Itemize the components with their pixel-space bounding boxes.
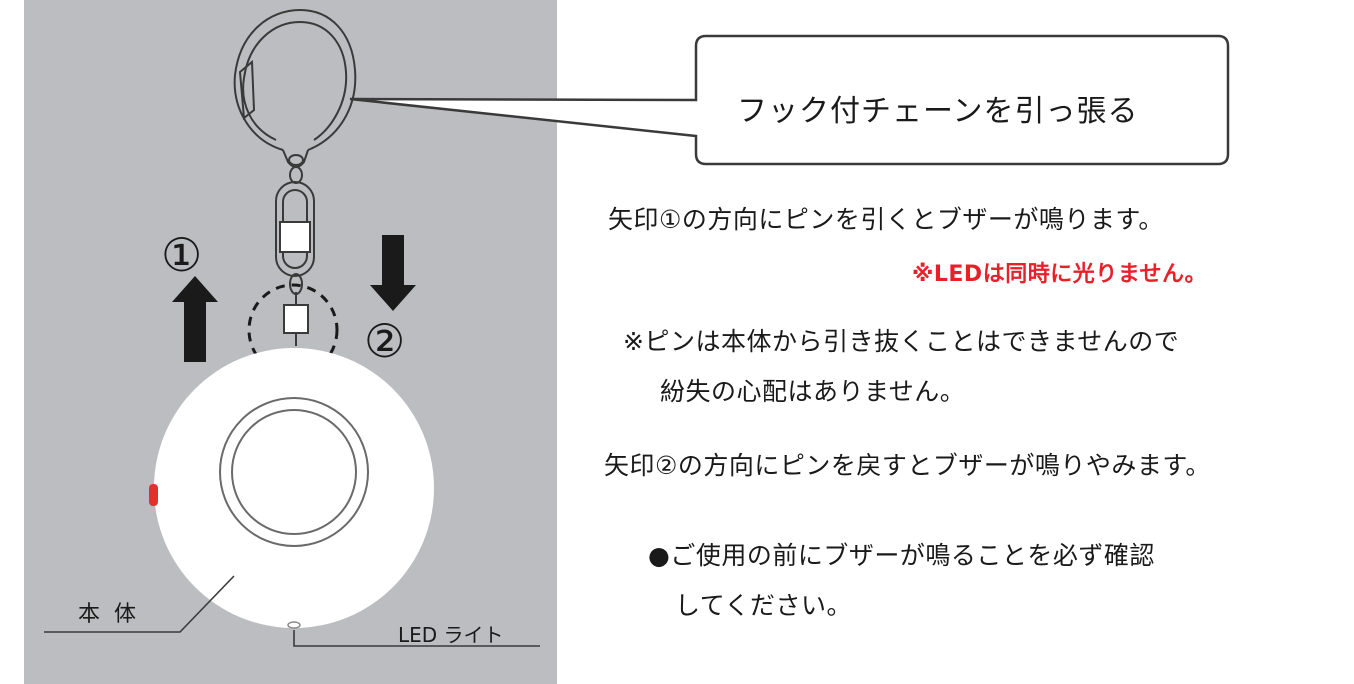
instruction-pull-pin: 矢印①の方向にピンを引くとブザーが鳴ります。: [608, 205, 1164, 234]
arrow-1-label: ①: [161, 228, 203, 282]
confirm-note-line1: ●ご使用の前にブザーが鳴ることを必ず確認: [648, 541, 1155, 570]
pin: [283, 292, 309, 346]
callout-text: フック付チェーンを引っ張る: [737, 94, 1139, 129]
swivel-link: [275, 166, 315, 295]
body-label: 本体: [78, 602, 151, 627]
device-body: [154, 348, 434, 628]
instruction-return-pin: 矢印②の方向にピンを戻すとブザーが鳴りやみます。: [604, 451, 1211, 480]
led-light: [287, 621, 301, 629]
confirm-note-line2: してください。: [675, 591, 853, 620]
arrow-up-icon: [172, 276, 218, 362]
device-ring-inner: [231, 409, 357, 535]
arrow-2-label: ②: [364, 314, 406, 368]
leader-lines: [44, 575, 540, 647]
side-button: [149, 484, 158, 506]
led-warning-note: ※LEDは同時に光りません。: [912, 262, 1208, 287]
device-ring: [219, 397, 369, 547]
led-label: LED ライト: [398, 623, 504, 647]
callout-box: [349, 34, 1230, 166]
pin-note-line2: 紛失の心配はありません。: [660, 377, 966, 406]
arrow-down-icon: [370, 235, 416, 311]
pin-note-line1: ※ピンは本体から引き抜くことはできませんので: [623, 327, 1180, 356]
carabiner-hook: [233, 8, 357, 168]
